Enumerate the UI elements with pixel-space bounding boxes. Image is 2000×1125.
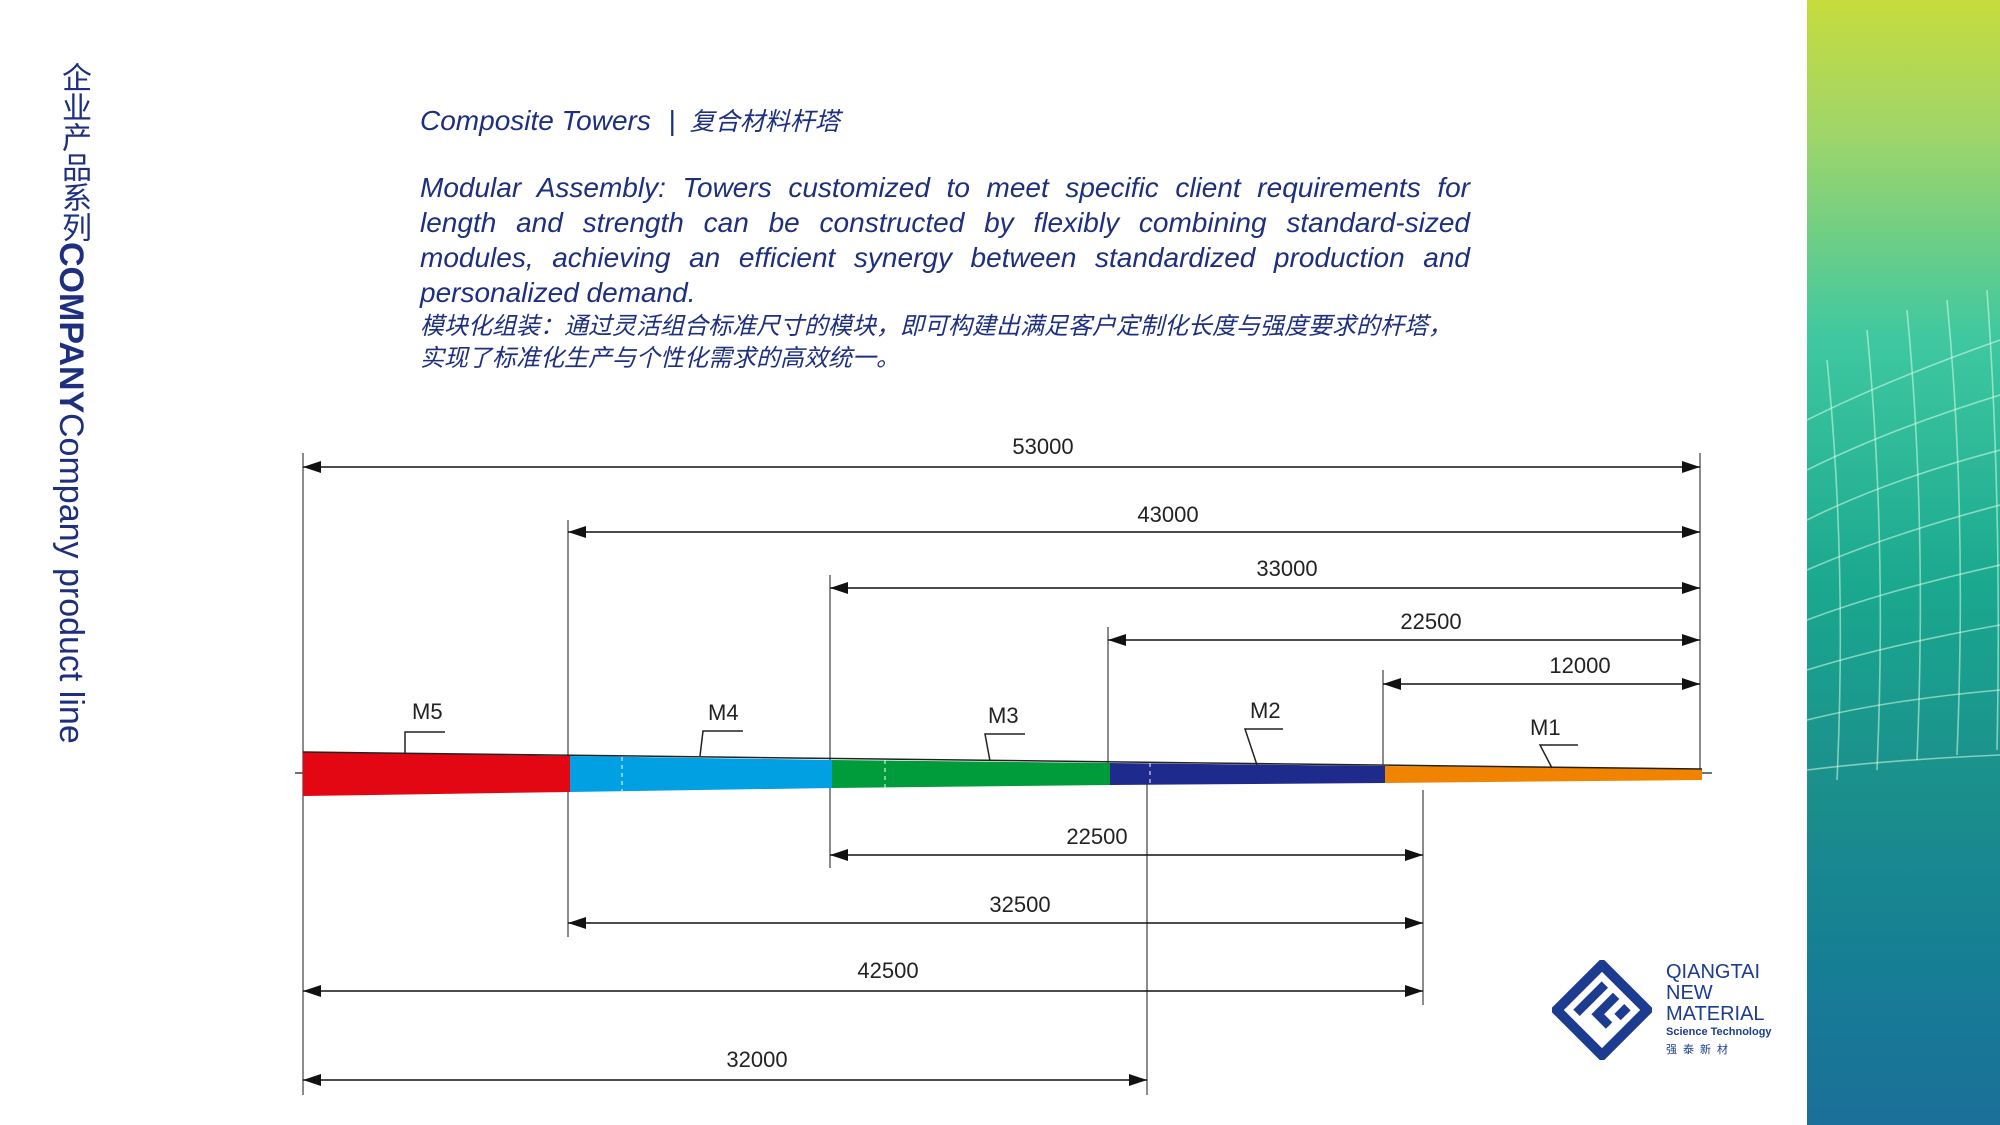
leader-m2 bbox=[1243, 728, 1283, 766]
logo-line2: NEW bbox=[1666, 982, 1713, 1004]
page-heading: Composite Towers | 复合材料杆塔 bbox=[420, 102, 840, 138]
logo-tagline: Science Technology bbox=[1666, 1026, 1772, 1038]
dimension-label-53000: 53000 bbox=[1012, 434, 1073, 459]
leader-m3 bbox=[984, 733, 1025, 762]
top-dimension-lines bbox=[303, 461, 1700, 690]
mesh-line bbox=[1906, 309, 1922, 761]
heading-en: Composite Towers bbox=[420, 105, 651, 136]
mesh-line bbox=[1986, 289, 2000, 751]
bottom-dimension-labels: 22500 32500 42500 32000 bbox=[726, 824, 1127, 1072]
description-en: Modular Assembly: Towers customized to m… bbox=[420, 172, 1470, 308]
logo-line3: MATERIAL bbox=[1666, 1003, 1765, 1025]
mesh-line bbox=[1807, 689, 2000, 721]
heading-separator: | bbox=[668, 105, 676, 136]
module-m3-segment bbox=[832, 760, 1110, 788]
logo-line1: QIANGTAI bbox=[1666, 961, 1761, 983]
mesh-line bbox=[1946, 299, 1962, 756]
leader-m4 bbox=[699, 730, 743, 757]
module-label-m5: M5 bbox=[412, 699, 443, 724]
leader-m5 bbox=[404, 731, 445, 753]
module-label-m1: M1 bbox=[1530, 715, 1561, 740]
dimension-label-43000: 43000 bbox=[1137, 502, 1198, 527]
side-title: 企业产品系列 COMPANY Company product line bbox=[52, 62, 91, 745]
module-m2-segment bbox=[1110, 763, 1385, 785]
mesh-line bbox=[1807, 449, 2000, 521]
mesh-line bbox=[1807, 504, 2000, 571]
decorative-gradient-panel bbox=[1807, 0, 2000, 1125]
module-labels: M5 M4 M3 M2 M1 bbox=[412, 698, 1561, 740]
mesh-line bbox=[1807, 564, 2000, 621]
logo-text: QIANGTAI NEW MATERIAL Science Technology… bbox=[1666, 962, 1772, 1060]
mesh-line bbox=[1807, 339, 2000, 421]
dimension-label-32500: 32500 bbox=[989, 892, 1050, 917]
top-dimension-labels: 53000 43000 33000 22500 12000 bbox=[1012, 434, 1610, 678]
qiangtai-logo-icon bbox=[1552, 960, 1652, 1060]
tower-top-edge bbox=[302, 751, 1703, 770]
description-cn: 模块化组装：通过灵活组合标准尺寸的模块，即可构建出满足客户定制化长度与强度要求的… bbox=[420, 312, 1452, 372]
mesh-line bbox=[1807, 754, 2000, 771]
side-title-en-bold: COMPANY bbox=[52, 242, 90, 414]
logo-cn: 强泰新材 bbox=[1666, 1043, 1734, 1056]
heading-cn: 复合材料杆塔 bbox=[689, 107, 840, 136]
tower-dimension-diagram: M5 M4 M3 M2 M1 53000 43000 33000 22500 1… bbox=[295, 434, 1712, 1095]
module-label-m2: M2 bbox=[1250, 698, 1281, 723]
mesh-line bbox=[1826, 359, 1842, 781]
bottom-dimension-lines bbox=[303, 849, 1423, 1086]
dimension-label-12000: 12000 bbox=[1549, 653, 1610, 678]
mesh-line bbox=[1807, 624, 2000, 671]
side-title-en: Company product line bbox=[52, 413, 90, 745]
module-label-m3: M3 bbox=[988, 703, 1019, 728]
module-leaders bbox=[404, 728, 1578, 769]
dimension-label-22500-bottom: 22500 bbox=[1066, 824, 1127, 849]
dimension-label-32000: 32000 bbox=[726, 1047, 787, 1072]
side-title-cn: 企业产品系列 bbox=[56, 62, 91, 242]
module-m4-segment bbox=[570, 756, 832, 792]
tower-body bbox=[302, 751, 1703, 796]
module-m5-segment bbox=[303, 752, 570, 796]
dimension-label-33000: 33000 bbox=[1256, 556, 1317, 581]
leader-m1 bbox=[1538, 744, 1578, 769]
mesh-line bbox=[1866, 329, 1882, 771]
mesh-line bbox=[1807, 394, 2000, 471]
dimension-label-42500: 42500 bbox=[857, 958, 918, 983]
dimension-label-22500-top: 22500 bbox=[1400, 609, 1461, 634]
module-joint-marks bbox=[621, 757, 1151, 791]
description-block: Modular Assembly: Towers customized to m… bbox=[420, 170, 1470, 374]
module-m1-segment bbox=[1385, 766, 1702, 783]
mesh-pattern bbox=[1807, 289, 2000, 781]
module-label-m4: M4 bbox=[708, 700, 739, 725]
